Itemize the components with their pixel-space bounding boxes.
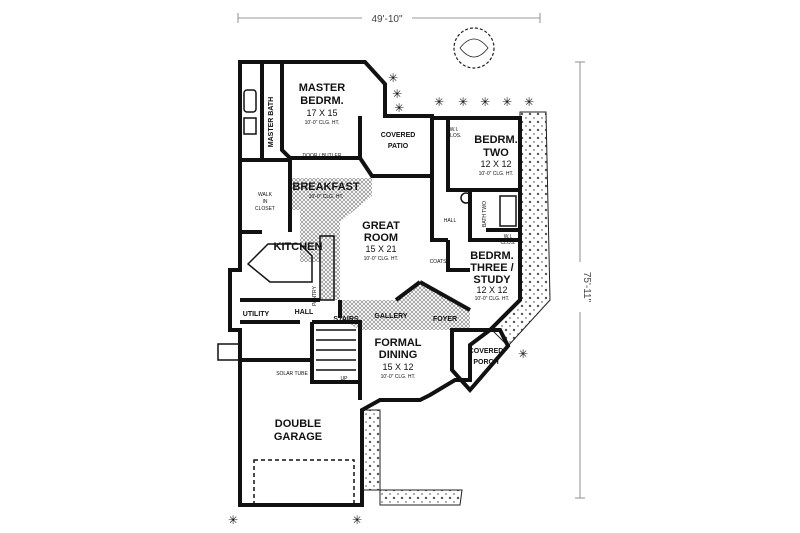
master-bedroom-label-1: MASTER xyxy=(299,82,346,94)
bedroom-two-label-2: TWO xyxy=(483,147,509,159)
bedroom-three-label-2: THREE / xyxy=(470,262,513,274)
covered-porch-label-1: COVERED xyxy=(469,348,504,355)
svg-text:✳: ✳ xyxy=(518,347,528,361)
wi-closet-two-label-1: W.I. xyxy=(450,127,459,133)
exterior-walls xyxy=(228,60,522,507)
stairs-treads xyxy=(316,329,356,371)
breakfast-ceiling: 10'-0" CLG. HT. xyxy=(309,194,344,200)
kitchen-label: KITCHEN xyxy=(274,241,323,253)
double-garage-label-2: GARAGE xyxy=(274,431,322,443)
foyer-label: FOYER xyxy=(433,316,457,323)
great-room-ceiling: 10'-0" CLG. HT. xyxy=(364,256,399,262)
bedroom-three-label-1: BEDRM. xyxy=(470,250,513,262)
width-dimension: 49'-10" xyxy=(237,11,541,25)
svg-text:✳: ✳ xyxy=(524,95,534,109)
solar-tube-label: SOLAR TUBE xyxy=(276,371,308,377)
wi-closet-three-label-2: CLOS. xyxy=(500,240,515,246)
bedroom-three-label-3: STUDY xyxy=(473,274,511,286)
formal-dining-ceiling: 10'-0" CLG. HT. xyxy=(381,374,416,380)
kitchen-counter xyxy=(319,235,335,301)
wi-closet-two-label-2: CLOS. xyxy=(446,133,461,139)
stone-border-south xyxy=(361,409,463,506)
svg-text:✳: ✳ xyxy=(352,513,362,527)
master-bath-label: MASTER BATH xyxy=(268,97,275,147)
great-room-size: 15 X 21 xyxy=(365,244,396,254)
bedroom-three-size: 12 X 12 xyxy=(476,285,507,295)
svg-text:✳: ✳ xyxy=(480,95,490,109)
depth-dimension: 75'-11" xyxy=(573,61,592,499)
great-room-label-1: GREAT xyxy=(362,220,400,232)
covered-porch-walls xyxy=(450,328,511,394)
double-garage-label-1: DOUBLE xyxy=(275,418,321,430)
bedroom-two-label-1: BEDRM. xyxy=(474,134,517,146)
bedroom-two-ceiling: 10'-0" CLG. HT. xyxy=(479,171,514,177)
covered-patio-label-2: PATIO xyxy=(388,143,409,150)
master-bedroom-label-2: BEDRM. xyxy=(300,95,343,107)
width-dimension-label: 49'-10" xyxy=(371,14,402,25)
stairs-up-label: UP xyxy=(341,376,349,382)
covered-patio-label-1: COVERED xyxy=(381,132,416,139)
master-bedroom-ceiling: 10'-0" CLG. HT. xyxy=(305,120,340,126)
pantry-label: PANTRY xyxy=(312,285,318,305)
svg-text:✳: ✳ xyxy=(392,87,402,101)
great-room-label-2: ROOM xyxy=(364,232,398,244)
svg-text:✳: ✳ xyxy=(434,95,444,109)
bath-two-label: BATH TWO xyxy=(482,201,488,227)
kitchen-island xyxy=(246,243,313,283)
floor-hatch-breakfast xyxy=(290,178,372,300)
interior-walls xyxy=(240,62,520,400)
svg-text:✳: ✳ xyxy=(228,513,238,527)
walk-in-closet-label-2: IN xyxy=(263,199,268,205)
bedroom-three-ceiling: 10'-0" CLG. HT. xyxy=(475,296,510,302)
landscape-shrubs: ✳ ✳ ✳ ✳ ✳ ✳ ✳ ✳ ✳ ✳ ✳ xyxy=(228,27,534,527)
formal-dining-size: 15 X 12 xyxy=(382,362,413,372)
room-labels: MASTER BEDRM. 17 X 15 10'-0" CLG. HT. MA… xyxy=(243,82,518,443)
formal-dining-label-1: FORMAL xyxy=(374,337,421,349)
hall-lower-label: HALL xyxy=(295,309,314,316)
svg-text:✳: ✳ xyxy=(502,95,512,109)
bedroom-two-size: 12 X 12 xyxy=(480,159,511,169)
bath-fixtures xyxy=(243,89,517,227)
master-bedroom-size: 17 X 15 xyxy=(306,108,337,118)
butler-door-label: DOOR / BUTLER xyxy=(303,153,342,159)
depth-dimension-label: 75'-11" xyxy=(581,272,592,303)
formal-dining-label-2: DINING xyxy=(379,349,418,361)
wi-closet-three-label-1: W.I. xyxy=(504,234,513,240)
garage-side-door xyxy=(217,343,241,361)
coats-label: COATS xyxy=(430,259,448,265)
garage-door xyxy=(253,459,355,506)
utility-label: UTILITY xyxy=(243,311,270,318)
gallery-label: GALLERY xyxy=(374,313,408,320)
svg-text:✳: ✳ xyxy=(458,95,468,109)
svg-text:✳: ✳ xyxy=(388,71,398,85)
walk-in-closet-label-1: WALK xyxy=(258,192,273,198)
walk-in-closet-label-3: CLOSET xyxy=(255,206,275,212)
svg-text:✳: ✳ xyxy=(394,101,404,115)
covered-porch-label-2: PORCH xyxy=(473,359,498,366)
breakfast-label: BREAKFAST xyxy=(292,181,360,193)
hall-label: HALL xyxy=(444,218,457,224)
stairs-label: STAIRS xyxy=(333,316,358,323)
